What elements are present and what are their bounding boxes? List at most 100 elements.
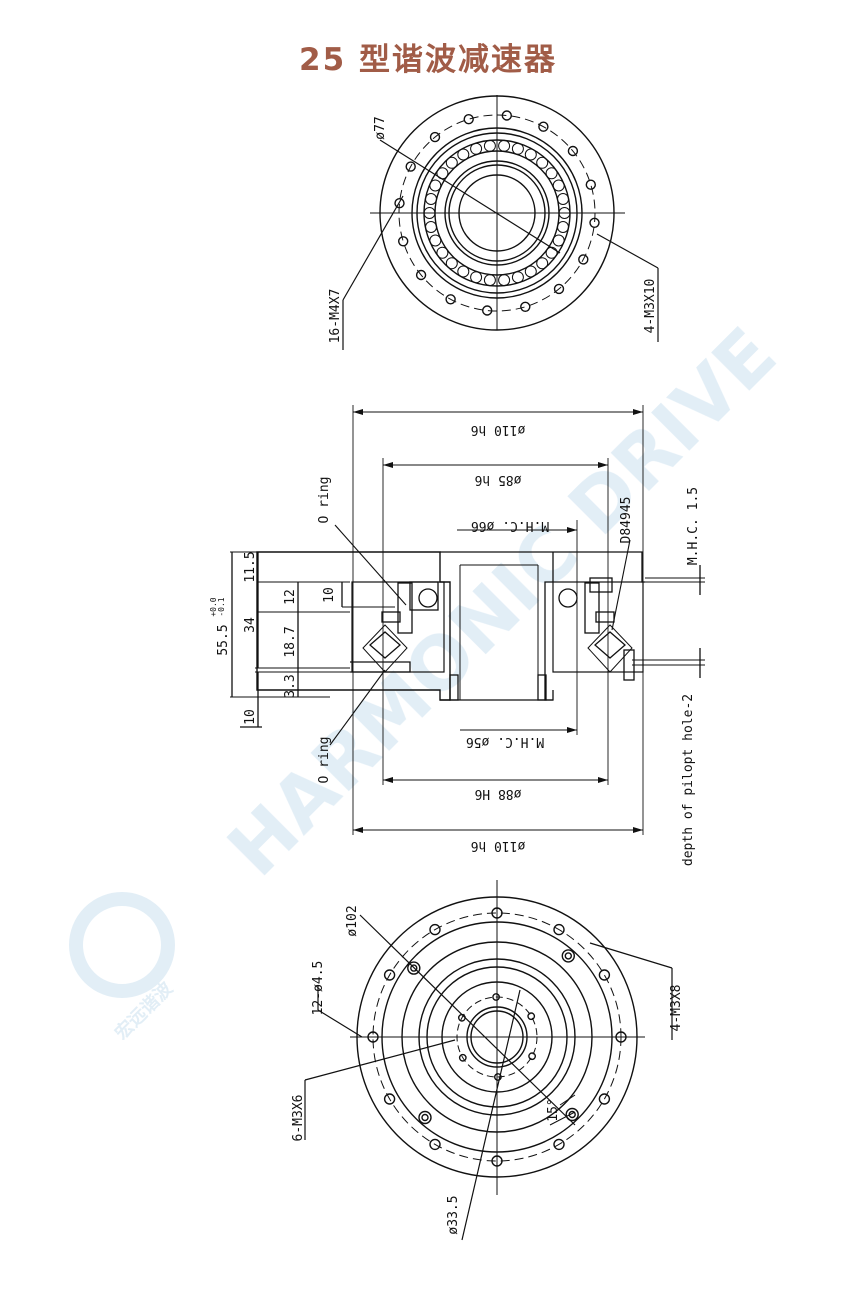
bolt-hole-icon xyxy=(578,254,589,265)
section-view xyxy=(230,405,705,835)
bolt-hole-icon xyxy=(429,131,441,143)
dim-tol-upper: +0.0 xyxy=(209,597,218,616)
watermark-brand: HARMONIC DRIVE xyxy=(212,312,793,893)
section-d88: ø88 H6 xyxy=(475,786,522,801)
bolt-hole-icon xyxy=(589,217,600,229)
roller-icon xyxy=(524,265,537,278)
screw-hole-icon xyxy=(421,1113,429,1122)
dim-11-5: 11.5 xyxy=(243,551,258,582)
bolt-hole-icon xyxy=(463,113,474,125)
roller-icon xyxy=(557,193,569,205)
roller-icon xyxy=(429,179,442,192)
tapped-hole-icon xyxy=(493,1073,502,1081)
bolt-hole-icon xyxy=(445,294,456,305)
tapped-hole-icon xyxy=(527,1012,536,1021)
screw-hole-icon xyxy=(565,1107,579,1122)
bottom-dia-33-5: ø33.5 xyxy=(446,1195,461,1234)
roller-icon xyxy=(498,139,511,152)
roller-icon xyxy=(545,246,558,259)
roller-icon xyxy=(470,142,483,155)
bottom-angle-15: 15° xyxy=(546,1098,561,1121)
roller-icon xyxy=(524,148,537,161)
roller-icon xyxy=(511,271,524,284)
mount-hole-icon xyxy=(553,1138,565,1151)
roller-icon xyxy=(536,156,549,169)
section-bearing-label: D84945 xyxy=(619,497,634,544)
bottom-screw-4: 4-M3X8 xyxy=(669,985,684,1032)
section-oring-bottom: O ring xyxy=(317,737,332,784)
roller-icon xyxy=(445,257,458,270)
bolt-hole-icon xyxy=(415,269,427,281)
tapped-hole-icon xyxy=(528,1052,536,1061)
roller-icon xyxy=(558,207,571,219)
mount-hole-icon xyxy=(553,923,565,936)
mount-hole-icon xyxy=(598,969,611,981)
section-mhc56: M.H.C. ø56 xyxy=(466,734,544,749)
screw-hole-icon xyxy=(561,949,575,963)
roller-icon xyxy=(445,156,458,169)
roller-icon xyxy=(457,148,470,161)
dim-12: 12 xyxy=(283,589,298,605)
bottom-view xyxy=(304,880,673,1241)
dim-10a: 10 xyxy=(322,587,337,603)
page-title: 25 型谐波减速器 xyxy=(299,42,557,78)
screw-hole-icon xyxy=(407,961,421,975)
roller-icon xyxy=(511,142,524,155)
top-view xyxy=(342,95,659,350)
roller-icon xyxy=(483,139,496,152)
roller-icon xyxy=(545,167,558,180)
screw-hole-icon xyxy=(564,952,572,960)
roller-icon xyxy=(429,234,442,247)
mount-hole-icon xyxy=(429,923,441,936)
tapped-hole-icon xyxy=(492,993,500,1001)
roller-icon xyxy=(436,246,449,259)
bottom-holes-12: 12-ø4.5 xyxy=(311,961,326,1016)
bolt-hole-icon xyxy=(538,121,549,132)
bottom-screw-6: 6-M3X6 xyxy=(291,1095,306,1142)
mount-hole-icon xyxy=(598,1093,611,1105)
roller-icon xyxy=(423,207,436,219)
roller-icon xyxy=(557,221,569,233)
roller-icon xyxy=(425,193,437,205)
dim-18-7: 18.7 xyxy=(283,626,298,657)
mount-hole-icon xyxy=(383,969,396,981)
tapped-hole-icon xyxy=(458,1053,467,1062)
dim-tol-lower: -0.1 xyxy=(217,597,226,616)
bolt-hole-icon xyxy=(405,161,416,172)
dim-3-3: 3.3 xyxy=(283,674,298,697)
top-screw-right-label: 4-M3X10 xyxy=(643,279,658,334)
dim-55-5: 55.5 xyxy=(216,624,231,655)
section-d110-bottom: ø110 h6 xyxy=(471,838,526,853)
bolt-hole-icon xyxy=(398,236,409,247)
screw-hole-icon xyxy=(418,1110,432,1125)
bolt-hole-icon xyxy=(394,197,405,209)
top-screw-left-label: 16-M4X7 xyxy=(328,289,343,344)
roller-icon xyxy=(457,265,470,278)
bolt-hole-icon xyxy=(482,305,493,316)
roller-icon xyxy=(483,274,496,287)
section-mhc15: M.H.C. 1.5 xyxy=(686,487,701,565)
roller-icon xyxy=(425,221,437,233)
bolt-hole-icon xyxy=(501,110,512,121)
mount-hole-icon xyxy=(615,1031,627,1043)
mount-hole-icon xyxy=(491,907,503,919)
roller-icon xyxy=(470,271,483,284)
mount-hole-icon xyxy=(429,1138,441,1151)
mount-hole-icon xyxy=(383,1093,396,1105)
screw-hole-icon xyxy=(410,964,418,972)
section-d110-top: ø110 h6 xyxy=(471,422,526,437)
bolt-hole-icon xyxy=(520,301,531,312)
bolt-hole-icon xyxy=(553,283,565,295)
roller-icon xyxy=(498,274,511,287)
roller-icon xyxy=(536,257,549,270)
roller-icon xyxy=(552,234,565,247)
section-d85: ø85 h6 xyxy=(475,472,522,487)
mount-hole-icon xyxy=(367,1031,379,1043)
dim-34: 34 xyxy=(243,617,258,633)
bottom-dia-102: ø102 xyxy=(345,905,360,936)
pilot-hole-note: depth of pilopt hole-2 xyxy=(681,694,696,866)
watermark-logo-icon xyxy=(69,892,175,998)
top-dia-77-label: ø77 xyxy=(373,116,388,139)
bolt-hole-icon xyxy=(567,145,579,157)
